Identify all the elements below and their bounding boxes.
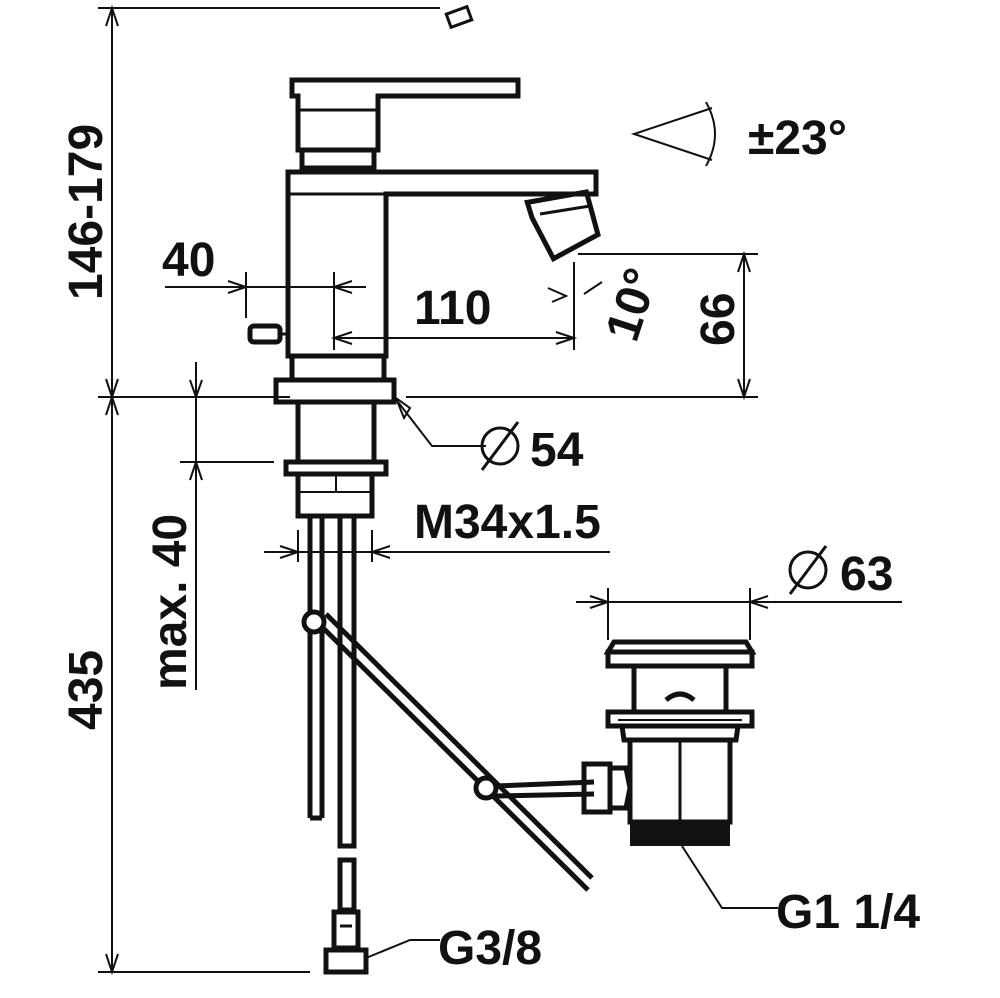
height-total-label: 146-179 — [60, 124, 113, 300]
thread-g38-label: G3/8 — [438, 922, 542, 975]
dim-40-label: 40 — [162, 234, 215, 287]
swivel-angle-label: ±23° — [748, 112, 847, 165]
thread-g1-leader — [681, 845, 778, 909]
diameter-54-label: 54 — [530, 424, 584, 477]
height-66-label: 66 — [692, 293, 745, 346]
thread-g1-label: G1 1/4 — [776, 886, 920, 939]
diameter-63-label: 63 — [840, 548, 893, 601]
horizontal-dimensions — [165, 262, 603, 350]
angle-label: 10° — [596, 262, 669, 347]
height-dimension-lines — [98, 4, 474, 976]
height-66-dimension — [406, 250, 758, 401]
dim-110-label: 110 — [414, 282, 491, 335]
max-40-label: max. 40 — [144, 514, 197, 690]
diameter-54-leader — [393, 395, 520, 471]
height-435-label: 435 — [60, 650, 113, 730]
diameter-63-dimension — [576, 545, 902, 640]
thread-m34-dimension — [264, 530, 610, 562]
swivel-angle-symbol — [630, 101, 716, 167]
thread-g38-leader — [365, 939, 440, 959]
pop-up-waste — [581, 639, 757, 846]
thread-m34-label: M34x1.5 — [414, 496, 601, 549]
faucet-body — [247, 77, 601, 975]
max-40-dimension — [180, 362, 274, 690]
